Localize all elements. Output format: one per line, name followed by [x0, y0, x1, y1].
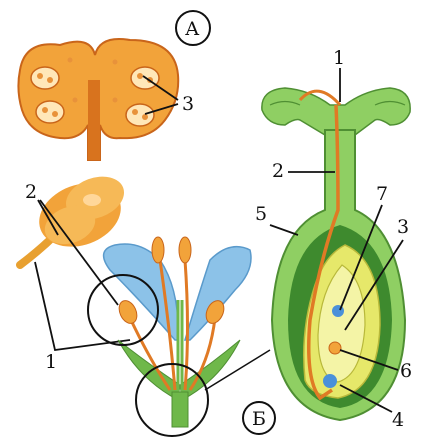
label-filament-left: 1: [45, 351, 57, 373]
label-stigma: 1: [333, 47, 345, 69]
flower: [104, 237, 251, 427]
panel-b-label: Б: [252, 408, 266, 430]
label-anther-left: 2: [25, 181, 37, 203]
label-central-cell: 7: [376, 183, 388, 205]
label-synergids: 3: [397, 216, 409, 238]
label-egg-cell: 6: [400, 360, 412, 382]
label-anther-locules: 3: [182, 93, 194, 115]
pistil-section: [262, 88, 410, 420]
label-antipodals: 4: [392, 409, 404, 431]
label-style: 2: [272, 160, 284, 182]
anther-cross-section: [18, 39, 178, 160]
label-ovary-wall: 5: [255, 203, 267, 225]
panel-a-label: А: [185, 18, 200, 40]
